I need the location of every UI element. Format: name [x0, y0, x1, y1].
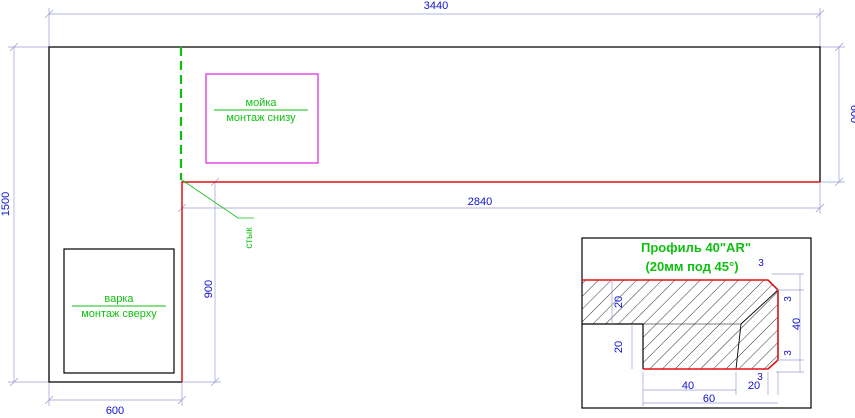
profile-dim-bottom-3: 3	[757, 372, 763, 383]
front-edge	[181, 181, 820, 382]
dimension-inner-edge: 2840	[177, 182, 825, 214]
joint-leader	[181, 179, 254, 219]
sink-cutout: мойка монтаж снизу	[205, 73, 319, 164]
profile-dim-side-total: 40	[791, 318, 803, 330]
hob-label: варка	[104, 293, 134, 305]
profile-section	[582, 280, 778, 369]
profile-dim-chamfer-top: 3	[758, 258, 764, 269]
profile-dim-bottom-40: 40	[682, 380, 694, 392]
dimension-total-depth: 1500	[0, 42, 49, 387]
profile-exposed-edge	[582, 279, 779, 370]
hob-mount-label: монтаж сверху	[81, 308, 157, 320]
countertop-outline	[48, 46, 821, 383]
dim-text-left-width: 600	[106, 405, 124, 417]
sink-mount-label: монтаж снизу	[226, 112, 296, 124]
dim-text-total-depth: 1500	[0, 192, 12, 216]
sink-label: мойка	[246, 97, 278, 109]
dim-text-right-depth: 600	[848, 105, 855, 123]
profile-dim-bottom-20: 20	[748, 380, 760, 392]
dim-text-left-inner: 900	[203, 280, 215, 298]
profile-dim-side-top: 3	[783, 296, 794, 302]
profile-detail: Профиль 40"AR" (20мм под 45°) 3 20 20 3 …	[581, 237, 812, 409]
profile-title-line2: (20мм под 45°)	[645, 259, 738, 274]
dimension-right-depth: 600	[820, 42, 855, 187]
profile-title-line1: Профиль 40"AR"	[641, 240, 751, 255]
dimension-left-width: 600	[44, 382, 187, 417]
profile-dim-lower: 20	[613, 341, 625, 353]
profile-dim-upper: 20	[613, 296, 625, 308]
dimension-total-width: 3440	[44, 0, 825, 47]
profile-dim-side-bottom: 3	[783, 350, 794, 356]
joint-label: стык	[244, 227, 255, 249]
hob-cutout: варка монтаж сверху	[63, 248, 175, 374]
profile-dim-bottom-60: 60	[703, 393, 715, 405]
dim-text-inner-edge: 2840	[468, 196, 492, 208]
dimension-left-inner: 900	[182, 177, 221, 387]
dim-text-total-width: 3440	[424, 0, 448, 12]
